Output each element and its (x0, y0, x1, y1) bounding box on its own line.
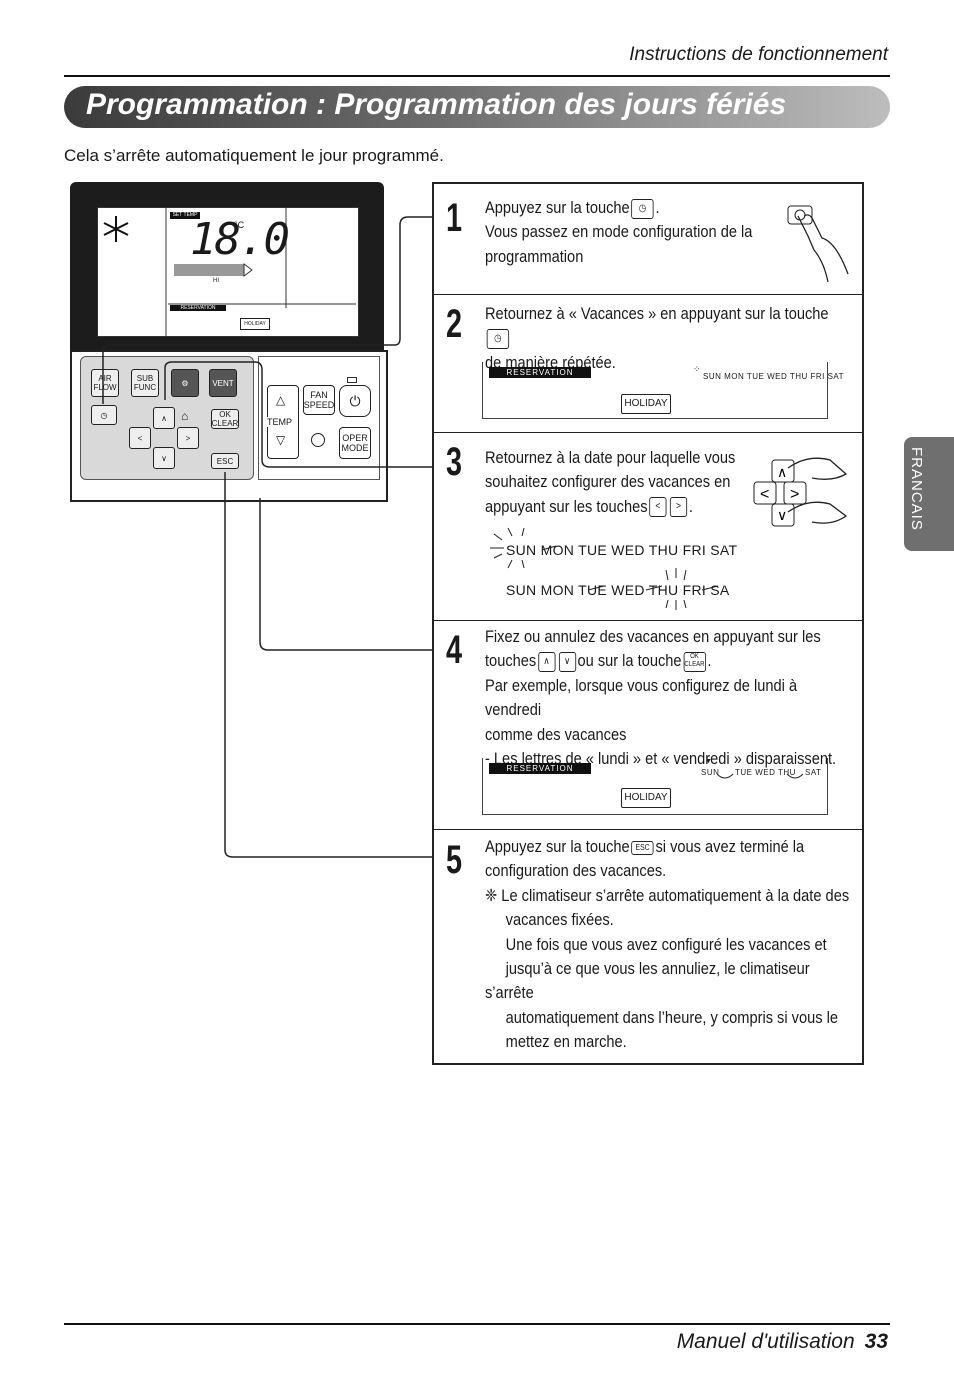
language-tab-label: FRANCAIS (908, 447, 925, 531)
temp-label: TEMP (267, 417, 293, 427)
step-1-text: Appuyez sur la touche◷. Vous passez en m… (485, 198, 753, 266)
lcd-day-sun: SUN (701, 768, 720, 777)
lcd-preview-step4: RESERVATION ▼ SUN TUE WED THU SAT HOLIDA… (482, 758, 828, 815)
power-icon: ⏻ (349, 393, 361, 409)
esc-button[interactable]: ESC (211, 453, 239, 469)
remote-right-keypad: △ TEMP ▽ FAN SPEED ⏻ OPER MODE (258, 356, 380, 480)
intro-text: Cela s’arrête automatiquement le jour pr… (64, 146, 444, 165)
lcd-reservation: RESERVATION (489, 763, 591, 774)
page-title: Programmation : Programmation des jours … (86, 88, 787, 121)
remote-left-keypad: AIR FLOW SUB FUNC ⚙ VENT ◷ ∧ < > ∨ ⌂ OK … (80, 356, 254, 480)
remote-lcd: SET TEMP 18.0 °C HI RESERVATION HOLIDAY (97, 207, 359, 337)
svg-text:>: > (790, 486, 799, 503)
lcd-reservation: RESERVATION (170, 305, 226, 311)
step-divider (434, 432, 862, 433)
removed-day-marks (717, 773, 804, 779)
step-number: 4 (446, 628, 463, 672)
lcd-temperature: 18.0 (190, 214, 290, 265)
press-hand-icon (787, 205, 849, 283)
sensor-dot (311, 433, 325, 447)
temp-down-icon: ▽ (276, 433, 286, 447)
step-divider (434, 829, 862, 830)
pointer-icon: ▼ (705, 758, 712, 765)
lcd-graphics (103, 208, 356, 336)
step-4-text: Fixez ou annulez des vacances en appuyan… (485, 627, 837, 769)
left-button[interactable]: < (129, 427, 151, 449)
arrow-keys-hand-icon: < ∧ > ∨ (753, 457, 848, 527)
subfunc-button[interactable]: SUB FUNC (131, 369, 159, 397)
chevron-right-icon: > (185, 433, 191, 443)
chevron-down-icon: ∨ (161, 453, 167, 463)
reservation-button[interactable]: ◷ (91, 405, 117, 425)
chevron-down-icon: ∨ (558, 651, 576, 672)
lcd-set-temp: SET TEMP (170, 212, 200, 219)
down-button[interactable]: ∨ (153, 447, 175, 469)
step-divider (434, 620, 862, 621)
chevron-up-icon: ∧ (161, 413, 167, 423)
language-tab: FRANCAIS (904, 437, 954, 551)
lcd-days-mid: TUE WED THU (735, 768, 796, 777)
page-number: 33 (864, 1330, 888, 1353)
fan-level-bar (174, 264, 244, 276)
power-button[interactable]: ⏻ (339, 385, 371, 417)
lcd-preview-step2: RESERVATION SUN MON TUE WED THU FRI SAT … (482, 362, 844, 419)
chevron-left-icon: < (649, 497, 667, 518)
svg-text:<: < (760, 486, 769, 503)
chevron-up-icon: ∧ (537, 651, 556, 672)
oper-mode-button[interactable]: OPER MODE (339, 427, 371, 459)
page-title-bar: Programmation : Programmation des jours … (64, 86, 890, 128)
lcd-day-sat: SAT (805, 768, 822, 777)
lcd-unit: °C (234, 220, 245, 230)
weekday-row-1: SUN MON TUE WED THU FRI SAT (506, 542, 738, 558)
settings-button[interactable]: ⚙ (171, 369, 199, 397)
footer-label: Manuel d'utilisation (676, 1330, 855, 1353)
up-button[interactable]: ∧ (153, 407, 175, 429)
steps-panel: 1 Appuyez sur la touche◷. Vous passez en… (432, 182, 864, 1065)
section-header: Instructions de fonctionnement (629, 44, 888, 65)
lcd-weekdays: SUN MON TUE WED THU FRI SAT (703, 372, 845, 381)
clock-icon: ◷ (631, 198, 654, 219)
temp-up-icon: △ (276, 393, 286, 407)
esc-icon: ESC (631, 840, 654, 855)
svg-text:∨: ∨ (777, 507, 787, 523)
lcd-holiday: HOLIDAY (240, 318, 270, 330)
lcd-holiday: HOLIDAY (621, 788, 671, 808)
power-led (347, 377, 357, 383)
home-icon: ⌂ (181, 409, 189, 423)
blink-marks (490, 527, 719, 610)
gear-icon: ⚙ (181, 378, 189, 388)
fan-speed-button[interactable]: FAN SPEED (303, 385, 335, 415)
footer: Manuel d'utilisation 33 (677, 1330, 888, 1354)
step-divider (434, 294, 862, 295)
weekday-row-2: SUN MON TUE WED THU FRI SA (506, 582, 730, 598)
clock-icon: ◷ (100, 410, 108, 420)
step-number: 3 (446, 440, 463, 484)
airflow-button[interactable]: AIR FLOW (91, 369, 119, 397)
snowflake-icon (103, 216, 129, 242)
svg-text:∧: ∧ (777, 464, 787, 480)
lcd-reservation: RESERVATION (489, 367, 591, 378)
lcd-holiday: HOLIDAY (621, 394, 671, 414)
chevron-left-icon: < (137, 433, 143, 443)
vent-button[interactable]: VENT (209, 369, 237, 397)
step-number: 1 (446, 196, 463, 240)
step-3-text: Retournez à la date pour laquelle vous s… (485, 448, 736, 518)
ok-clear-button[interactable]: OK CLEAR (211, 409, 239, 429)
blink-icon: ⁘ (693, 364, 701, 374)
clock-icon: ◷ (486, 328, 510, 349)
step-number: 2 (446, 302, 463, 346)
right-button[interactable]: > (177, 427, 199, 449)
footer-rule (64, 1323, 890, 1325)
header-rule (64, 75, 890, 77)
lcd-fan-label: HI (213, 278, 219, 284)
chevron-right-icon: > (669, 497, 688, 518)
connector-lines (102, 216, 434, 858)
step-number: 5 (446, 838, 463, 882)
